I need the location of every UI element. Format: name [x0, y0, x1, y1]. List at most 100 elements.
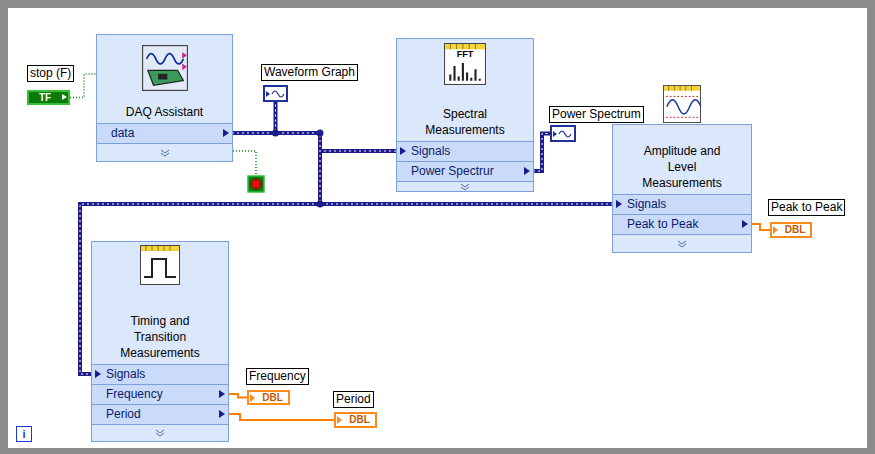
wire-stroke: [232, 102, 276, 133]
icon-chip: [158, 74, 167, 80]
icon-bars: [450, 63, 479, 81]
icon-strip: [445, 44, 485, 49]
stop-terminal: [248, 176, 264, 192]
terminal-box: DBL: [334, 412, 377, 428]
terminal-box: DBL: [247, 390, 290, 405]
junction-dot: [272, 130, 279, 137]
graph-icon: [552, 127, 574, 140]
icon-ticks: [450, 44, 475, 49]
icon-frame: [663, 85, 700, 122]
chevron: [461, 184, 469, 190]
wire-core: [232, 133, 613, 204]
vi-icon: [142, 45, 188, 91]
expand-area: [92, 424, 228, 441]
waveform-wire: [232, 102, 276, 133]
iteration-terminal: i: [16, 426, 32, 442]
icon-wave: [146, 54, 183, 64]
chevron: [161, 150, 169, 156]
junction-dot: [317, 201, 324, 208]
junction-dot: [317, 130, 324, 137]
wire-stroke: [228, 394, 247, 398]
chevron: [678, 241, 686, 247]
vi-icon: [663, 85, 701, 123]
data-type: DBL: [780, 224, 810, 236]
express-vi: Timing and Transition MeasurementsSignal…: [91, 241, 229, 442]
express-vi: DAQ Assistantdata: [96, 34, 233, 162]
icon-frame: [445, 44, 486, 85]
icon-frame: [141, 246, 180, 285]
icon-area: [97, 35, 232, 103]
terminal-box: TF: [27, 90, 70, 105]
terminal-row: Power Spectrur: [397, 161, 533, 181]
terminal-label: stop (F): [27, 65, 74, 82]
graph-indicator: Power Spectrum: [549, 104, 644, 123]
terminal-row: Peak to Peak: [613, 214, 751, 234]
expand-area: [97, 143, 232, 161]
terminal-label: Power Spectrum: [549, 106, 644, 123]
terminal-box: DBL: [770, 222, 812, 238]
graph-wave: [272, 91, 284, 97]
icon-levels: [666, 96, 698, 117]
terminal-row: Signals: [613, 194, 751, 214]
data-type: DBL: [344, 414, 375, 426]
boolean-control: stop (F)TF: [27, 63, 74, 82]
terminal-label: Peak to Peak: [768, 199, 845, 216]
icon-strip: [141, 246, 179, 251]
waveform-wire: [232, 133, 397, 151]
expand-area: [397, 181, 533, 191]
icon-area: [613, 125, 751, 129]
indicator-arrow: [553, 131, 557, 137]
node-title: Spectral Measurements: [397, 89, 533, 141]
icon-frame: [142, 46, 187, 91]
wire-core: [232, 102, 276, 133]
terminal-label: Frequency: [246, 368, 309, 385]
wire-stroke: [533, 134, 550, 172]
numeric-wire: [751, 224, 770, 230]
icon-pins: [182, 52, 187, 70]
node-title: Timing and Transition Measurements: [92, 288, 228, 364]
icon-area: [397, 39, 533, 89]
icon-wave: [667, 100, 701, 114]
numeric-indicator: Peak to PeakDBL: [768, 197, 845, 216]
stop-button: [251, 179, 261, 189]
node-title: DAQ Assistant: [97, 103, 232, 123]
waveform-wire: [533, 134, 550, 172]
node-title: Amplitude and Level Measurements: [613, 129, 751, 194]
expand-arrow: [460, 183, 470, 191]
icon-strip: [664, 86, 700, 91]
expand-arrow: [160, 149, 170, 157]
graph-icon: [265, 87, 286, 100]
terminal-row: data: [97, 123, 232, 143]
terminal-label: Waveform Graph: [261, 64, 358, 81]
data-type: DBL: [257, 392, 288, 403]
wire-stroke: [228, 414, 334, 420]
graph-indicator: Waveform Graph: [261, 62, 358, 81]
waveform-wire: [232, 133, 613, 204]
icon-pulse: [144, 259, 176, 277]
terminal-label: Period: [333, 391, 374, 408]
graph-wave: [559, 131, 571, 137]
numeric-wire: [228, 414, 334, 420]
wire-stroke: [232, 133, 397, 151]
express-vi: Spectral MeasurementsSignalsPower Spectr…: [396, 38, 534, 192]
numeric-wire: [228, 394, 247, 398]
terminal-row: Signals: [92, 364, 228, 384]
data-type: TF: [29, 92, 61, 103]
chevron: [156, 430, 164, 436]
stop-wire: [233, 151, 256, 176]
numeric-indicator: FrequencyDBL: [246, 366, 309, 385]
wire-core: [533, 134, 550, 172]
wire-stroke: [232, 133, 613, 204]
terminal-row: Signals: [397, 141, 533, 161]
terminal-row: Period: [92, 404, 228, 424]
wire-core: [232, 133, 397, 151]
vi-icon: [140, 245, 180, 285]
terminal-box: [550, 125, 576, 142]
expand-arrow: [155, 429, 165, 437]
icon-ticks: [146, 246, 170, 251]
icon-area: [92, 242, 228, 288]
terminal-row: Frequency: [92, 384, 228, 404]
numeric-indicator: PeriodDBL: [333, 389, 374, 408]
terminal-box: [263, 85, 288, 102]
